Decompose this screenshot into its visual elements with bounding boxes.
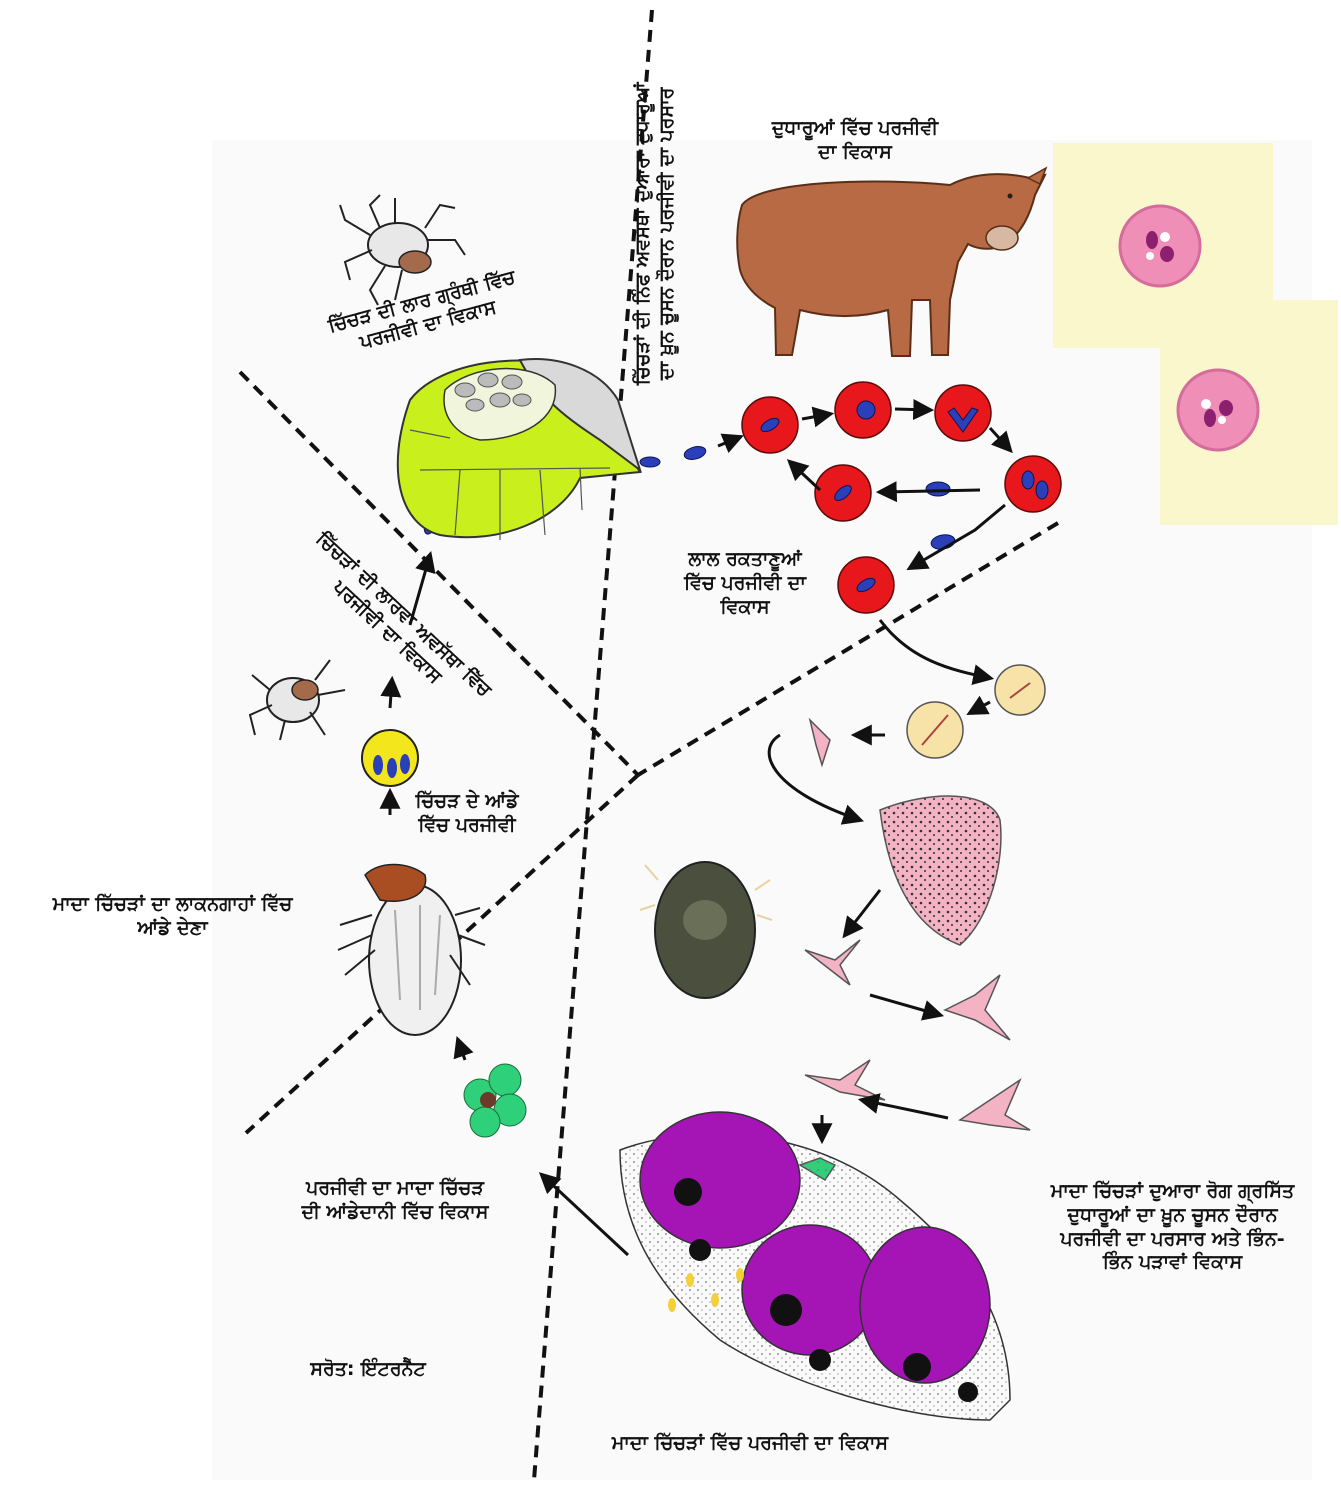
blood-smear-photo-2 — [1160, 300, 1338, 525]
tick-egg — [362, 730, 418, 786]
label-nymph-spread: ਚਿੱਚੜਾਂ ਦੀ ਨਿੰਫ ਅਵਸੱਥਾ ਦੁਆਰਾ ਦੁਧਾਰੂਆਂਦਾ … — [631, 0, 679, 469]
label-source: ਸਰੋਤ: ਇੰਟਰਨੈੱਟ — [283, 1358, 453, 1382]
label-mammal-development: ਦੁਧਾਰੂਆਂ ਵਿੱਚ ਪਰਜੀਵੀਦਾ ਵਿਕਾਸ — [720, 117, 990, 165]
label-tick-eggs: ਚਿੱਚੜ ਦੇ ਆਂਡੇਵਿੱਚ ਪਰਜੀਵੀ — [392, 790, 542, 838]
label-female-tick-development: ਮਾਦਾ ਚਿੱਚੜਾਂ ਵਿੱਚ ਪਰਜੀਵੀ ਦਾ ਵਿਕਾਸ — [560, 1432, 940, 1456]
label-rbc-development: ਲਾਲ ਰਕਤਾਣੂਆਂਵਿੱਚ ਪਰਜੀਵੀ ਦਾਵਿਕਾਸ — [650, 548, 840, 619]
